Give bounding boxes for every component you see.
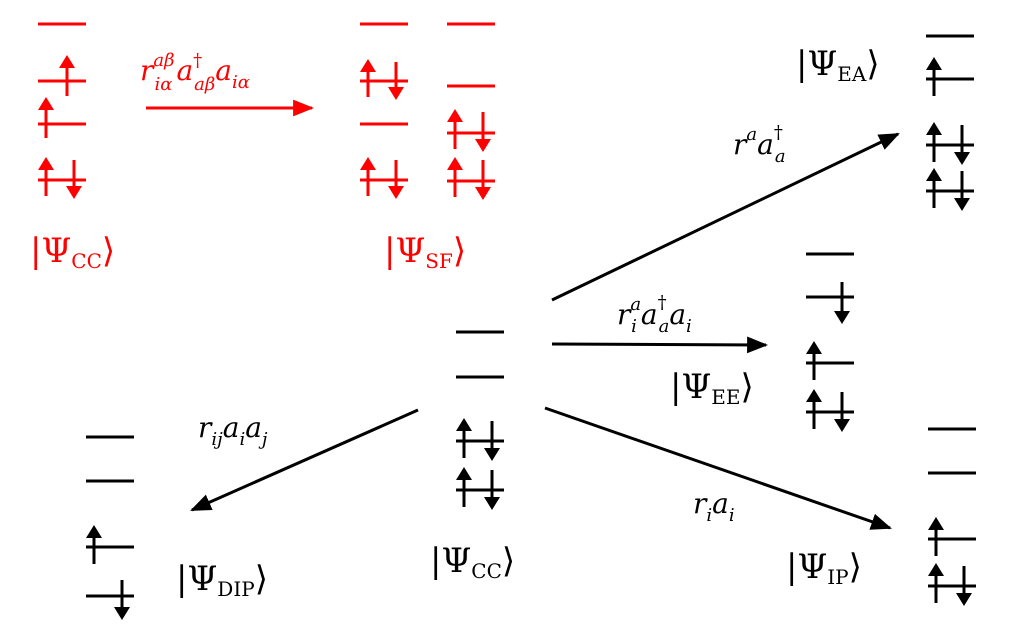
state-label-ip: |ΨIP⟩ xyxy=(786,547,862,589)
arrow-dip xyxy=(190,408,419,512)
operator-dip: rijaiaj xyxy=(198,411,268,450)
operator-ip: riai xyxy=(693,487,735,526)
state-label-ee: |ΨEE⟩ xyxy=(670,367,754,409)
state-label-sf: |ΨSF⟩ xyxy=(384,231,466,273)
arrowheads-sf-left xyxy=(360,59,404,199)
arrowheads-cc-red xyxy=(38,55,82,199)
orbital-stack-sf-left xyxy=(360,22,408,196)
state-label-dip: |ΨDIP⟩ xyxy=(176,559,268,601)
arrowheads-cc-black xyxy=(456,418,500,510)
state-label-cc-red: |ΨCC⟩ xyxy=(30,231,115,273)
arrowheads-ee xyxy=(806,311,850,432)
arrowheads-sf-right xyxy=(447,109,491,200)
arrowheads-ip xyxy=(928,517,972,606)
arrow-ea xyxy=(551,132,900,302)
arrow-ip xyxy=(544,406,892,530)
state-label-cc-black: |ΨCC⟩ xyxy=(430,541,515,583)
orbital-stack-ee xyxy=(806,252,854,429)
arrowheads-ea xyxy=(926,57,970,211)
orbital-stack-ip xyxy=(928,427,976,603)
operator-ea: raa†a xyxy=(733,122,786,167)
arrow-ee xyxy=(551,336,769,354)
state-label-ea: |ΨEA⟩ xyxy=(796,44,880,86)
arrowheads-dip xyxy=(86,525,130,620)
orbital-stack-cc-red xyxy=(38,22,86,196)
